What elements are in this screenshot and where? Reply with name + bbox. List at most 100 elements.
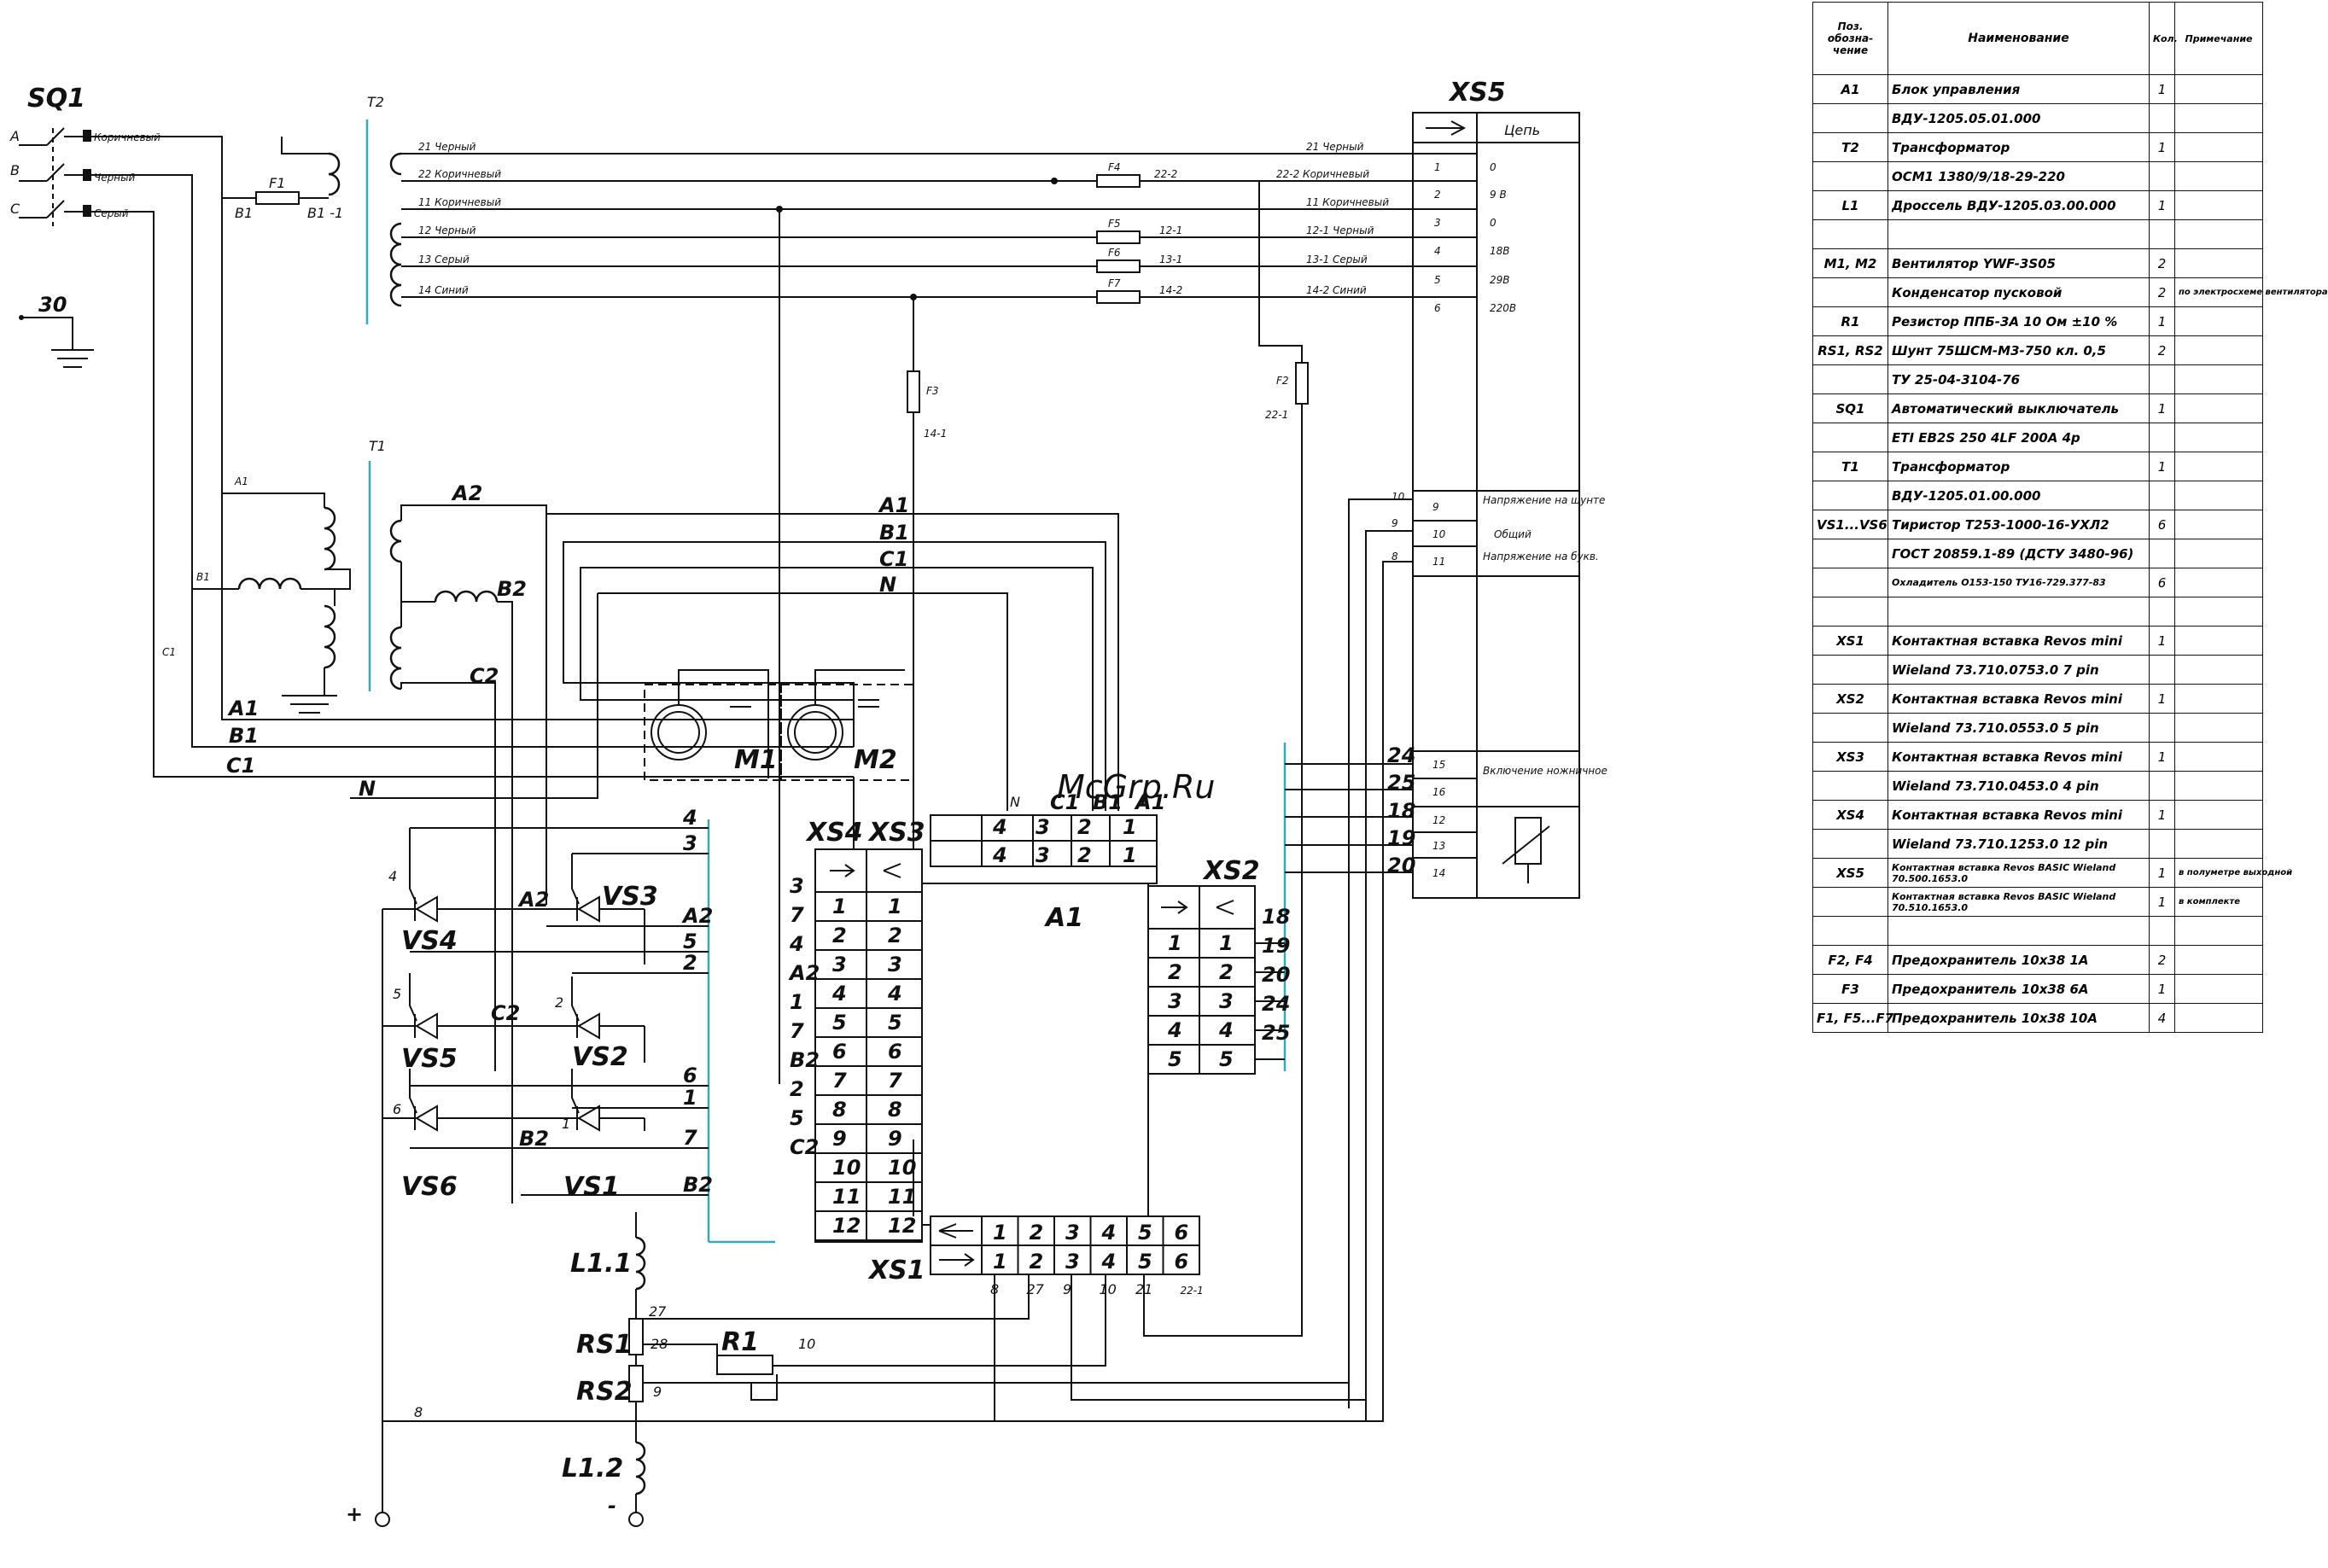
cell-note (2174, 771, 2263, 801)
table-row: Контактная вставка Revos BASIC Wieland 7… (1812, 887, 2263, 917)
t2-wire-2-left: 22 Коричневый (418, 168, 501, 180)
vs-pin-5: 5 (393, 986, 401, 1002)
t1-primary-c (324, 604, 336, 669)
cell-qty: 1 (2149, 800, 2175, 830)
table-row: ГОСТ 20859.1-89 (ДСТУ 3480-96) (1812, 539, 2263, 568)
vs3-a2: A2 (517, 888, 549, 912)
cell-pos: F3 (1812, 974, 1888, 1004)
f5-net: 12-1 (1159, 224, 1182, 236)
net-9: 9 (653, 1384, 662, 1400)
xs2-pin-5: 5 (1219, 1047, 1234, 1071)
xs2-pin-4: 4 (1218, 1018, 1234, 1042)
xs4-wire-label: C2 (790, 1135, 819, 1159)
xs2-pin-3: 3 (1219, 989, 1234, 1013)
xs5-pin-4: 4 (1434, 245, 1441, 257)
cell-pos: VS1...VS6 (1812, 510, 1888, 539)
cell-pos (1812, 568, 1888, 597)
cell-name: Контактная вставка Revos BASIC Wieland 7… (1887, 858, 2150, 888)
ground-symbol (19, 315, 94, 368)
cell-note (2174, 423, 2263, 452)
cell-note (2174, 945, 2263, 975)
xs5-pin-5: 5 (1434, 274, 1441, 286)
cell-name: Предохранитель 10х38 10А (1887, 1003, 2150, 1033)
cell-note (2174, 364, 2263, 394)
r1-label: R1 (721, 1327, 759, 1357)
table-row (1812, 916, 2263, 946)
xs5-low-net-1: 10 (1392, 491, 1405, 503)
header-name: Наименование (1887, 2, 2150, 75)
xs4-pin-3-left: 3 (832, 953, 847, 976)
xs5-low-pin-2: 10 (1432, 528, 1446, 540)
f4-label: F4 (1108, 161, 1121, 173)
cell-name: ВДУ-1205.05.01.000 (1887, 103, 2150, 133)
f5-label: F5 (1108, 218, 1121, 230)
t1-primary-a (324, 506, 336, 571)
cell-name: OCM1 1380/9/18-29-220 (1887, 161, 2150, 191)
l12-coil (635, 1441, 646, 1495)
xs5-bottom-wires (1285, 763, 1413, 873)
xs2-net-19: 19 (1262, 934, 1290, 958)
cell-pos: F2, F4 (1812, 945, 1888, 975)
cell-note (2174, 219, 2263, 249)
xs4-wire-label: A2 (788, 961, 820, 985)
cell-note (2174, 800, 2263, 830)
sq1-label: SQ1 (27, 84, 85, 114)
cell-pos (1812, 277, 1888, 307)
vs6-thyristor (409, 1069, 438, 1132)
cell-pos: R1 (1812, 306, 1888, 336)
net-27: 27 (649, 1303, 667, 1320)
fuse-f1 (222, 191, 329, 205)
cell-pos: XS2 (1812, 684, 1888, 714)
t1-b2-label: B2 (497, 577, 527, 601)
cell-qty: 2 (2149, 248, 2175, 278)
table-row: ТУ 25-04-3104-76 (1812, 364, 2263, 394)
phase-a-label: A (9, 128, 20, 144)
xs4-pin-7-right: 7 (888, 1069, 902, 1093)
cell-name: Контактная вставка Revos mini (1887, 742, 2150, 772)
table-row (1812, 597, 2263, 627)
xs1-pin-3: 3 (1065, 1250, 1080, 1274)
xs1-net-9: 9 (1063, 1281, 1071, 1297)
cell-note (2174, 713, 2263, 743)
r1-resistor (716, 1355, 773, 1375)
cell-note (2174, 452, 2263, 481)
cell-note (2174, 568, 2263, 597)
xs1-pin-4: 4 (1101, 1221, 1117, 1244)
xs3-pin-4: 4 (992, 815, 1007, 839)
b1-label: B1 (235, 205, 253, 221)
vs1-label: VS1 (563, 1172, 620, 1202)
cell-name: Контактная вставка Revos BASIC Wieland 7… (1887, 887, 2150, 917)
xs4-pin-11-left: 11 (832, 1185, 861, 1209)
plus-label: + (346, 1502, 363, 1526)
cell-note (2174, 829, 2263, 859)
cell-note (2174, 74, 2263, 104)
xs5-low-pin-3: 11 (1432, 556, 1445, 568)
t1-a2-label: A2 (451, 481, 482, 505)
cell-note (2174, 132, 2263, 162)
xs5-low-net-2: 9 (1392, 517, 1398, 529)
f6-net: 13-1 (1159, 254, 1182, 265)
cell-name: Вентилятор YWF-3S05 (1887, 248, 2150, 278)
cell-pos: SQ1 (1812, 393, 1888, 423)
t2-wire-1-right: 21 Черный (1306, 141, 1364, 153)
cell-note (2174, 655, 2263, 685)
xs5-bot-net-4: 19 (1387, 826, 1415, 850)
xs5-bot-pin-2: 16 (1432, 786, 1446, 798)
cell-name: Wieland 73.710.0553.0 5 pin (1887, 713, 2150, 743)
xs3-pin-1b: 1 (1123, 843, 1137, 867)
xs4-pin-2-left: 2 (832, 924, 847, 947)
cell-name: Тиристор Т253-1000-16-УХЛ2 (1887, 510, 2150, 539)
xs3-pin-3b: 3 (1036, 843, 1050, 867)
cell-note (2174, 684, 2263, 714)
xs3-a1: A1 (1134, 790, 1165, 814)
xs1-pin-6: 6 (1175, 1221, 1189, 1244)
xs5-volt-4: 18В (1490, 245, 1510, 257)
xs4-pin-6-left: 6 (832, 1040, 847, 1064)
xs4-wire-label: 5 (790, 1106, 804, 1130)
cell-note (2174, 539, 2263, 568)
